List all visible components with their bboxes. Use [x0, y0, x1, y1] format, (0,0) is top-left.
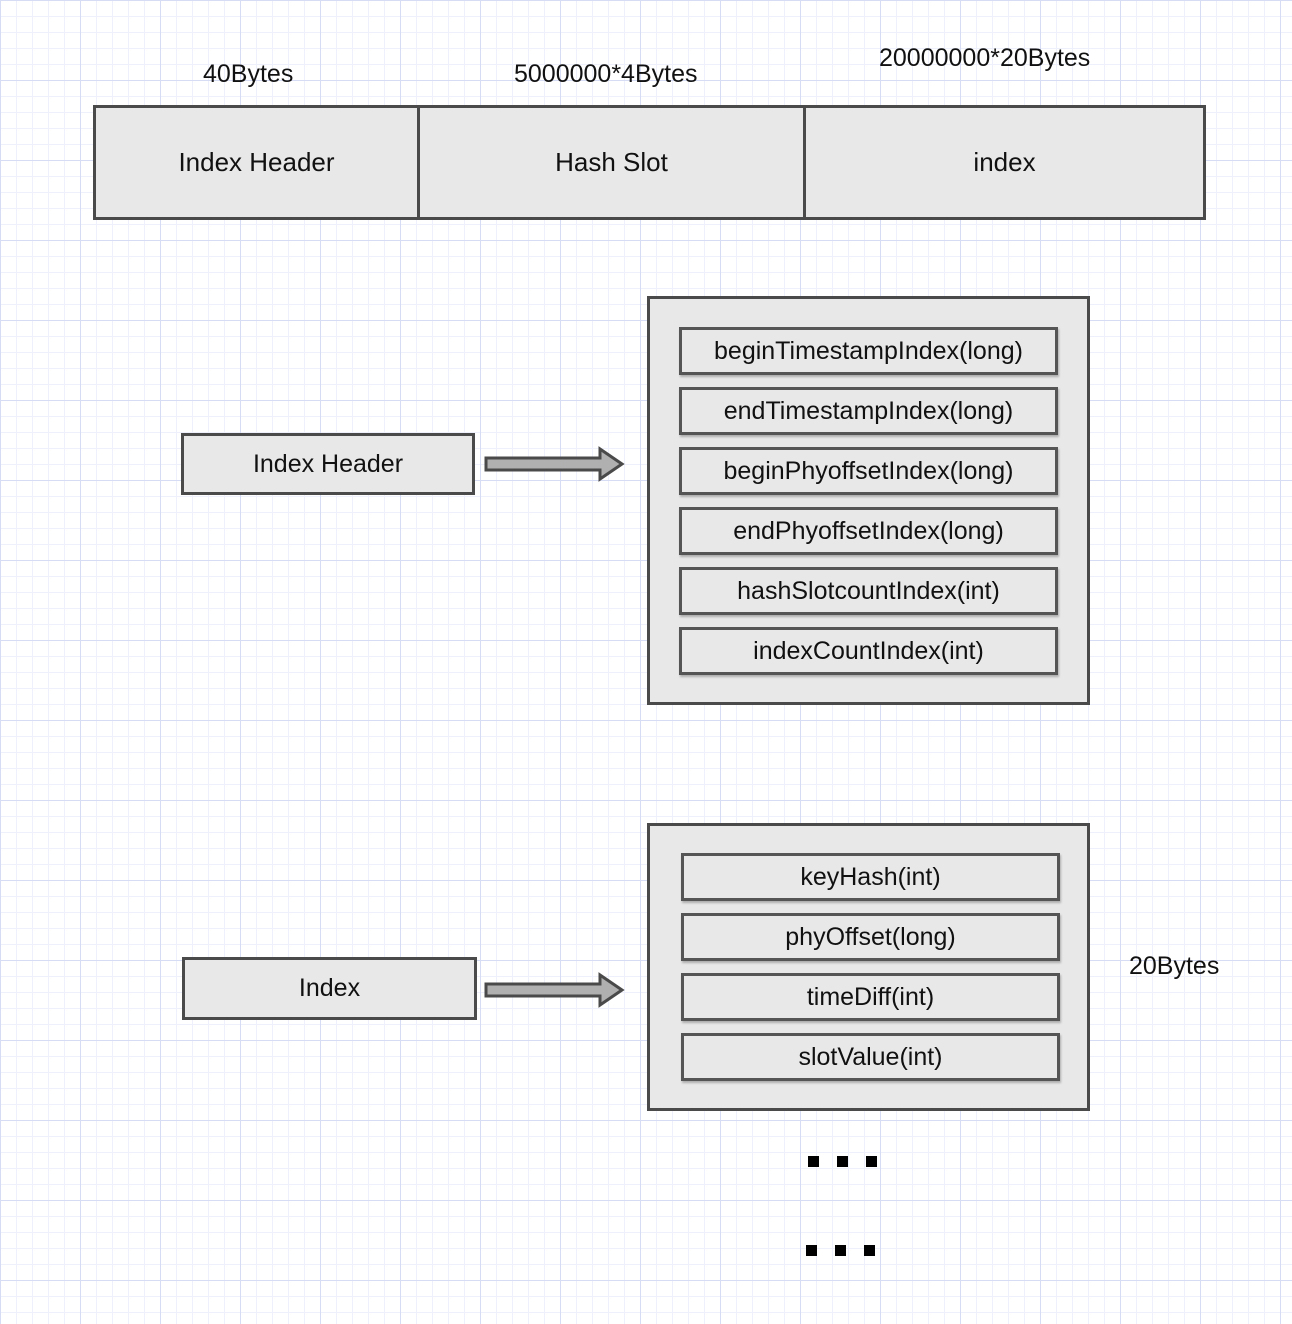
ellipsis-icon — [806, 1245, 875, 1256]
field-slot-value: slotValue(int) — [681, 1033, 1060, 1081]
index-header-source-box: Index Header — [181, 433, 475, 495]
size-label-hash-slot: 5000000*4Bytes — [514, 60, 698, 88]
field-end-phyoffset-index: endPhyoffsetIndex(long) — [679, 507, 1058, 555]
field-begin-phyoffset-index: beginPhyoffsetIndex(long) — [679, 447, 1058, 495]
segment-index-header: Index Header — [93, 105, 420, 220]
field-index-count-index: indexCountIndex(int) — [679, 627, 1058, 675]
arrow-right-icon — [484, 446, 625, 482]
size-label-index: 20000000*20Bytes — [879, 44, 1091, 72]
segment-index: index — [803, 105, 1206, 220]
ellipsis-icon — [808, 1156, 877, 1167]
arrow-right-icon — [484, 972, 625, 1008]
segment-hash-slot: Hash Slot — [417, 105, 806, 220]
field-end-timestamp-index: endTimestampIndex(long) — [679, 387, 1058, 435]
index-entry-size-label: 20Bytes — [1129, 952, 1220, 980]
field-begin-timestamp-index: beginTimestampIndex(long) — [679, 327, 1058, 375]
size-label-index-header: 40Bytes — [203, 60, 294, 88]
field-key-hash: keyHash(int) — [681, 853, 1060, 901]
field-phy-offset: phyOffset(long) — [681, 913, 1060, 961]
field-hash-slotcount-index: hashSlotcountIndex(int) — [679, 567, 1058, 615]
field-time-diff: timeDiff(int) — [681, 973, 1060, 1021]
index-source-box: Index — [182, 957, 477, 1020]
